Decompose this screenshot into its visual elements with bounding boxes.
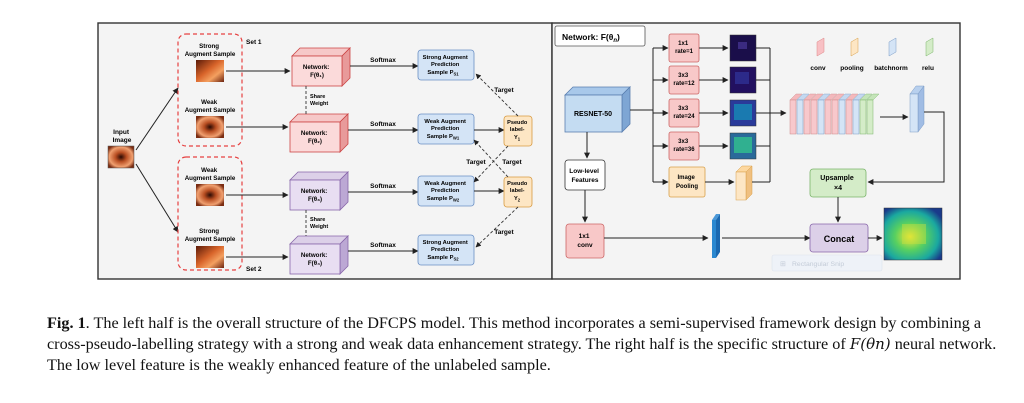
- prediction-label-s2: Strong Augment Prediction Sample PS2: [423, 240, 470, 262]
- resnet-label: RESNET-50: [574, 111, 612, 118]
- output-heatmap: [883, 207, 943, 261]
- target-label-2: Target: [466, 159, 486, 166]
- legend-batchnorm-label: batchnorm: [874, 65, 908, 72]
- legend-relu-swatch: [925, 37, 934, 57]
- target-arrow-y2-to-w1: [473, 139, 509, 178]
- image-pooling-box: [668, 166, 706, 198]
- concat-label: Concat: [824, 234, 855, 244]
- network-box-3: [289, 171, 349, 211]
- network-label-3: Network: F(θ₃): [301, 188, 329, 203]
- pseudo-label-text-1: Pseudo label- Y1: [507, 120, 529, 142]
- aspp-box-3: [668, 98, 700, 128]
- prediction-box-s1: [417, 49, 475, 81]
- aspp-box-2: [668, 65, 700, 95]
- caption-label: Fig. 1: [47, 314, 86, 332]
- pooling-block: [735, 165, 753, 201]
- network-box-4: [289, 235, 349, 275]
- arrow-bn-to-upsample: [867, 111, 945, 185]
- legend-pooling-swatch: [850, 37, 859, 57]
- legend: conv pooling batchnorm relu: [810, 37, 934, 72]
- prediction-box-w1: [417, 113, 475, 145]
- feature-map-1-detail: [738, 42, 747, 49]
- set2-label: Set 2: [246, 266, 262, 273]
- batchnorm-block: [909, 85, 925, 133]
- image-pooling-label: Image Pooling: [676, 175, 698, 190]
- caption-text-2: neural network. The low level feature is…: [47, 335, 997, 374]
- sample-label-strong-2: Strong Augment Sample: [185, 228, 236, 243]
- right-title-box: [554, 25, 646, 47]
- ghost-tooltip-text: Rectangular Snip: [792, 261, 844, 268]
- right-title: Network: F(θn): [562, 32, 620, 44]
- aspp-label-4: 3x3 rate=36: [673, 139, 695, 153]
- resnet-block: [564, 86, 631, 133]
- upsample-label: Upsample ×4: [820, 175, 855, 192]
- sample-label-weak-2: Weak Augment Sample: [185, 167, 236, 182]
- feature-map-4-detail: [734, 137, 752, 153]
- prediction-label-s1: Strong Augment Prediction Sample PS1: [423, 55, 470, 77]
- sample-image-weak-1: [196, 116, 224, 138]
- network-label-1: Network: F(θ₁): [303, 64, 331, 79]
- share-weight-label-1: Share Weight: [310, 94, 328, 107]
- low-level-label: Low-level Features: [569, 168, 600, 184]
- arrow-input-to-set1: [135, 87, 179, 151]
- figure-diagram: Input Image Set 1 Set 2 Strong Augment S…: [97, 22, 961, 280]
- aspp-box-1: [668, 33, 700, 63]
- prediction-label-w2: Weak Augment Prediction Sample PW2: [424, 181, 467, 203]
- sample-image-strong-1: [196, 60, 224, 82]
- network-label-4: Network: F(θ₄): [301, 252, 329, 267]
- softmax-label-4: Softmax: [370, 242, 396, 249]
- legend-batchnorm-swatch: [888, 37, 897, 57]
- caption-math: F(θn): [849, 335, 891, 353]
- upsample-box: [809, 168, 867, 198]
- sample-image-strong-2: [196, 246, 224, 268]
- legend-conv-swatch: [816, 37, 825, 57]
- set1-label: Set 1: [246, 39, 262, 46]
- prediction-box-s2: [417, 234, 475, 266]
- target-arrow-y1-to-w2: [473, 145, 509, 183]
- set2-box: [177, 156, 243, 271]
- legend-pooling-label: pooling: [840, 65, 863, 72]
- input-image: [107, 145, 135, 169]
- softmax-label-3: Softmax: [370, 183, 396, 190]
- conv1x1-label: 1x1 conv: [577, 233, 593, 249]
- network-box-2: [289, 113, 349, 153]
- aspp-box-4: [668, 131, 700, 161]
- pseudo-label-text-2: Pseudo label- Y2: [507, 181, 529, 203]
- arrow-input-to-set2: [135, 163, 179, 233]
- legend-conv-label: conv: [810, 65, 826, 72]
- softmax-label-1: Softmax: [370, 57, 396, 64]
- input-label: Input Image: [113, 129, 132, 144]
- set1-box: [177, 33, 243, 147]
- ghost-tooltip: [771, 254, 883, 272]
- share-weight-label-2: Share Weight: [310, 217, 328, 230]
- sample-image-weak-2: [196, 184, 224, 206]
- aspp-label-3: 3x3 rate=24: [673, 106, 695, 120]
- low-level-box: [564, 159, 606, 191]
- network-box-1: [291, 47, 351, 87]
- conv1x1-box: [565, 223, 605, 259]
- softmax-label-2: Softmax: [370, 121, 396, 128]
- legend-relu-label: relu: [922, 65, 934, 72]
- sample-label-weak-1: Weak Augment Sample: [185, 99, 236, 114]
- target-label-1: Target: [494, 87, 514, 94]
- prediction-label-w1: Weak Augment Prediction Sample PW1: [424, 119, 467, 141]
- aspp-label-2: 3x3 rate=12: [673, 73, 695, 87]
- figure-caption: Fig. 1. The left half is the overall str…: [47, 313, 1022, 376]
- layer-stack: [789, 93, 880, 135]
- network-label-2: Network: F(θ₂): [301, 130, 329, 145]
- target-label-3: Target: [502, 159, 522, 166]
- ghost-tooltip-icon: ⊞: [780, 261, 786, 268]
- feature-map-3-detail: [734, 104, 752, 120]
- blue-feature-block: [712, 214, 720, 258]
- caption-text-1: . The left half is the overall structure…: [47, 314, 982, 353]
- aspp-label-1: 1x1 rate=1: [675, 41, 694, 55]
- output-heatmap-core: [902, 224, 926, 244]
- feature-map-2-detail: [735, 72, 749, 84]
- sample-label-strong-1: Strong Augment Sample: [185, 43, 236, 58]
- target-label-4: Target: [494, 229, 514, 236]
